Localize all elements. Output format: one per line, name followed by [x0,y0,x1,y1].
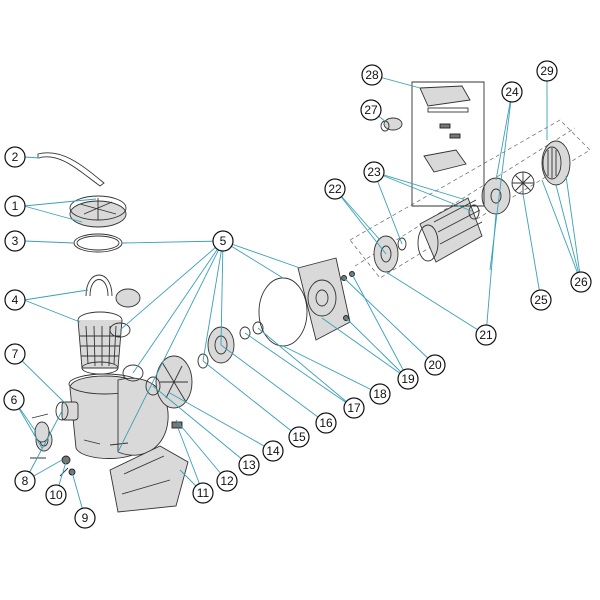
lid-part [69,195,127,228]
pump-body-part [55,364,169,459]
callout-label: 28 [365,68,379,82]
callout-label: 23 [367,165,381,179]
base-part [109,421,189,513]
callout-29: 29 [536,60,558,82]
callout-label: 9 [82,511,89,525]
callout-label: 14 [266,444,280,458]
union-fitting-part [30,413,53,459]
callout-5: 5 [212,230,234,252]
callout-label: 3 [12,234,19,248]
callout-9: 9 [74,507,96,529]
callout-10: 10 [45,484,67,506]
basket-part [77,274,141,375]
callout-21: 21 [475,324,497,346]
callout-label: 27 [364,103,378,117]
callout-15: 15 [288,426,310,448]
callout-label: 24 [505,85,519,99]
callout-label: 7 [12,347,19,361]
callout-11: 11 [192,482,214,504]
callout-label: 22 [328,182,342,196]
callout-26: 26 [570,271,592,293]
callout-14: 14 [262,440,284,462]
callout-27: 27 [360,99,382,121]
callout-label: 10 [49,488,63,502]
callout-label: 5 [220,234,227,248]
callout-label: 21 [479,328,493,342]
callout-19: 19 [397,368,419,390]
callout-8: 8 [14,470,36,492]
callout-22: 22 [324,178,346,200]
callout-label: 16 [319,416,333,430]
callout-4: 4 [4,289,26,311]
callout-18: 18 [369,383,391,405]
callout-label: 18 [373,387,387,401]
callout-3: 3 [4,230,26,252]
callout-label: 13 [242,458,256,472]
handle-part [37,152,105,187]
callout-7: 7 [4,343,26,365]
callout-label: 6 [11,393,18,407]
impeller-part [197,321,264,369]
callout-24: 24 [501,81,523,103]
callout-label: 8 [22,474,29,488]
seal-plate-part [297,257,355,341]
oring-part [73,233,123,253]
callout-1: 1 [4,195,26,217]
callout-label: 15 [292,430,306,444]
callout-25: 25 [530,289,552,311]
callout-label: 25 [534,293,548,307]
motor-part [349,119,591,279]
callout-20: 20 [424,354,446,376]
callout-13: 13 [238,454,260,476]
terminal-box-part [380,81,485,207]
callout-label: 17 [347,401,361,415]
callout-label: 11 [197,486,210,500]
callout-16: 16 [315,412,337,434]
callout-23: 23 [363,161,385,183]
callout-6: 6 [3,389,25,411]
callout-28: 28 [361,64,383,86]
callout-label: 26 [574,275,588,289]
callout-label: 29 [540,64,554,78]
callout-label: 19 [401,372,415,386]
large-oring-part [258,277,308,347]
callout-label: 4 [12,293,19,307]
callout-label: 12 [220,474,234,488]
callout-12: 12 [216,470,238,492]
callout-label: 1 [12,199,19,213]
callout-label: 2 [12,150,19,164]
callout-2: 2 [4,146,26,168]
callout-17: 17 [343,397,365,419]
callout-label: 20 [428,358,442,372]
leader-lines [13,71,582,519]
